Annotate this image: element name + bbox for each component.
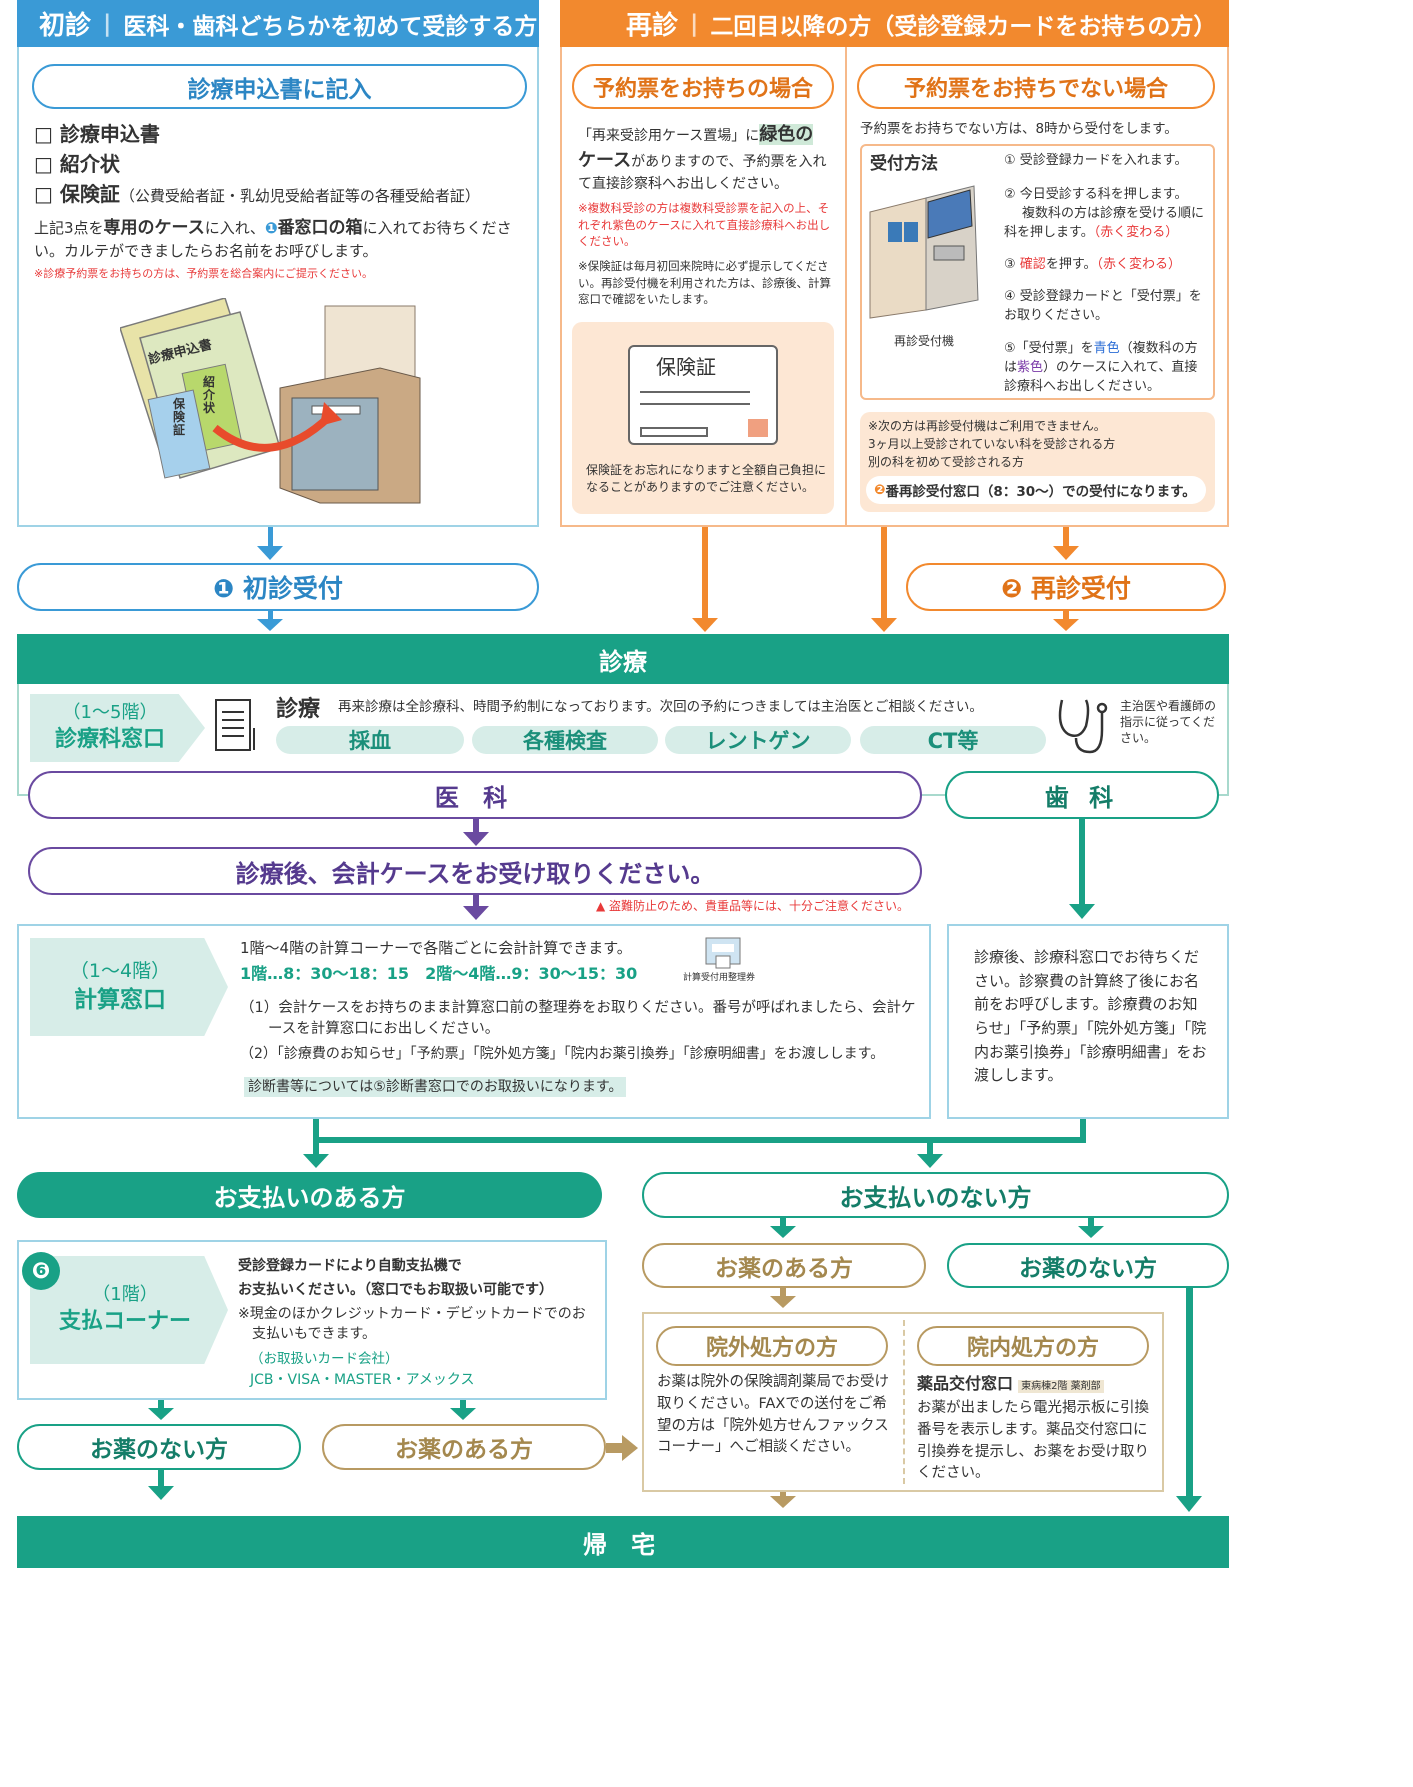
keisan-p2: （2）「診療費のお知らせ」「予約票」「院外処方箋」「院内お薬引換券」「診療明細書… bbox=[240, 1046, 885, 1062]
payment-number: ❻ bbox=[22, 1252, 60, 1290]
keisan-tag bbox=[30, 938, 228, 1036]
without-reservation-pill: 予約票をお持ちでない場合 bbox=[857, 64, 1215, 109]
tag-exam: 各種検査 bbox=[472, 726, 658, 754]
pharmacy-window: 薬品交付窓口 東病棟2階 薬剤部 bbox=[917, 1372, 1104, 1395]
shinryo-header: 診療 bbox=[17, 634, 1229, 684]
stethoscope-icon bbox=[1058, 699, 1108, 754]
insurance-card-label: 保険証 bbox=[656, 355, 716, 379]
payment-l2: お支払いください。（窓口でもお取扱い可能です） bbox=[238, 1282, 553, 1298]
ticket-label: 計算受付用整理券 bbox=[683, 973, 756, 983]
insurance-card-note: 保険証をお忘れになりますと全額自己負担になることがありますのでご注意ください。 bbox=[586, 463, 827, 495]
insurance-card: 保険証 bbox=[628, 345, 778, 445]
pay-no-pill: お支払いのない方 bbox=[642, 1172, 1229, 1218]
dept-window-tag bbox=[30, 694, 205, 762]
doctor-note: 主治医や看護師の指示に従ってください。 bbox=[1120, 699, 1217, 746]
shoshin-desc: 上記3点を専用のケースに入れ、❶番窓口の箱に入れてお待ちください。カルテができま… bbox=[34, 218, 512, 260]
exclusion-1: ※次の方は再診受付機はご利用できません。 bbox=[868, 419, 1106, 433]
exclusion-2: 3ヶ月以上受診されていない科を受診される方 bbox=[868, 437, 1116, 451]
step-3: ③ 確認を押す。（赤く変わる） bbox=[1004, 257, 1182, 272]
kiosk-illustration bbox=[869, 185, 979, 319]
payment-l1: 受診登録カードにより自動支払機で bbox=[238, 1258, 462, 1274]
inside-rx-pill: 院内処方の方 bbox=[917, 1326, 1149, 1366]
inside-rx-text: お薬が出ましたら電光掲示板に引換番号を表示します。薬品交付窓口に引換券を提示し、… bbox=[917, 1400, 1149, 1482]
step-2: ② 今日受診する科を押します。複数科の方は診療を受ける順に科を押します。（赤く変… bbox=[1004, 187, 1205, 240]
fill-form-pill: 診療申込書に記入 bbox=[32, 64, 527, 109]
keisan-panel bbox=[17, 924, 931, 1119]
medical-pill: 医 科 bbox=[28, 771, 922, 819]
revisit-reception: ❷ 再診受付 bbox=[906, 563, 1226, 611]
saishin-subtitle: 二回目以降の方（受診登録カードをお持ちの方） bbox=[710, 13, 1217, 40]
keisan-floor: （1〜4階） bbox=[69, 960, 171, 982]
check-form: □ 診療申込書 bbox=[34, 122, 160, 146]
keisan-p3: 診断書等については⑤診断書窓口でのお取扱いになります。 bbox=[244, 1077, 627, 1098]
method-box bbox=[860, 144, 1215, 400]
tag-xray: レントゲン bbox=[665, 726, 851, 754]
shoshin-panel bbox=[17, 47, 539, 527]
shoshin-subtitle: 医科・歯科どちらかを初めて受診する方 bbox=[123, 13, 538, 40]
saishin-title: 再診 bbox=[626, 11, 679, 41]
insurance-note: ※保険証は毎月初回来院時に必ず提示してください。再診受付機を利用された方は、診療… bbox=[578, 259, 831, 307]
left-med-no-pill: お薬のない方 bbox=[17, 1424, 301, 1470]
exclusion-3: 別の科を初めて受診される方 bbox=[868, 455, 1025, 469]
dept-window-label: 診療科窓口 bbox=[54, 727, 165, 752]
payment-l3: ※現金のほかクレジットカード・デビットカードでのお支払いもできます。 bbox=[238, 1306, 586, 1343]
shoshin-note: ※診療予約票をお持ちの方は、予約票を総合案内にご提示ください。 bbox=[34, 267, 373, 280]
warning-icon: ▲ bbox=[596, 899, 610, 913]
left-med-yes-pill: お薬のある方 bbox=[322, 1424, 606, 1470]
check-insurance: □ 保険証（公費受給者証・乳幼児受給者証等の各種受給者証） bbox=[34, 182, 480, 206]
multi-dept-note: ※複数科受診の方は複数科受診票を記入の上、それぞれ紫色のケースに入れて直接診療科… bbox=[578, 201, 831, 249]
illus-referral-label: 紹介状 bbox=[203, 375, 216, 416]
saishin-panel bbox=[560, 47, 1229, 527]
step-5: ⑤「受付票」を青色（複数科の方は紫色）のケースに入れて、直接診療科へお出しくださ… bbox=[1004, 341, 1198, 394]
kiosk-label: 再診受付機 bbox=[894, 334, 955, 348]
saishin-header: 再診 | 二回目以降の方（受診登録カードをお持ちの方） bbox=[560, 0, 1229, 47]
keisan-line1: 1階〜4階の計算コーナーで各階ごとに会計計算できます。 bbox=[240, 939, 632, 957]
keisan-label: 計算窓口 bbox=[74, 987, 166, 1013]
payment-l4: （お取扱いカード会社） bbox=[250, 1351, 399, 1367]
keisan-p1: （1）会計ケースをお持ちのまま計算窓口前の整理券をお取りください。番号が呼ばれま… bbox=[240, 1000, 916, 1038]
without-intro: 予約票をお持ちでない方は、8時から受付をします。 bbox=[860, 121, 1178, 137]
shoshin-header: 初診 | 医科・歯科どちらかを初めて受診する方 bbox=[17, 0, 539, 47]
keisan-hours: 1階…8：30〜18：15 2階〜4階…9：30〜15：30 bbox=[240, 964, 638, 983]
ticket-icon bbox=[705, 937, 741, 969]
document-icon bbox=[215, 699, 255, 751]
payment-tag bbox=[30, 1256, 228, 1364]
with-reservation-desc: 「再来受診用ケース置場」に緑色のケースがありますので、予約票を入れて直接診察科へ… bbox=[578, 124, 827, 193]
shoshin-title: 初診 bbox=[39, 11, 92, 41]
prescription-panel bbox=[642, 1312, 1164, 1492]
payment-panel bbox=[17, 1240, 607, 1400]
dept-window-floor: （1〜5階） bbox=[62, 702, 158, 723]
illus-insurance-label: 保険証 bbox=[173, 397, 186, 438]
theft-warning: ▲ 盗難防止のため、貴重品等には、十分ご注意ください。 bbox=[596, 899, 910, 913]
dental-text: 診療後、診療科窓口でお待ちください。診察費の計算終了後にお名前をお呼びします。診… bbox=[974, 948, 1207, 1085]
outside-rx-text: お薬は院外の保険調剤薬局でお受け取りください。FAXでの送付をご希望の方は「院外… bbox=[657, 1374, 889, 1456]
go-home-bar: 帰 宅 bbox=[17, 1516, 1229, 1568]
tag-ct: CT等 bbox=[860, 726, 1046, 754]
shinryo-desc: 再来診療は全診療科、時間予約制になっております。次回の予約につきましては主治医と… bbox=[338, 699, 983, 715]
case-pill: 診療後、会計ケースをお受け取りください。 bbox=[28, 847, 922, 895]
step-1: ① 受診登録カードを入れます。 bbox=[1004, 153, 1188, 168]
payment-floor: （1階） bbox=[92, 1284, 158, 1305]
step-4: ④ 受診登録カードと「受付票」をお取りください。 bbox=[1004, 289, 1202, 323]
right-med-yes-pill: お薬のある方 bbox=[642, 1243, 926, 1288]
check-referral: □ 紹介状 bbox=[34, 152, 120, 176]
outside-rx-pill: 院外処方の方 bbox=[656, 1326, 888, 1366]
case-box-illustration bbox=[120, 298, 421, 504]
dental-panel bbox=[947, 924, 1229, 1119]
with-reservation-pill: 予約票をお持ちの場合 bbox=[572, 64, 834, 109]
shinryo-label: 診療 bbox=[276, 697, 321, 722]
payment-l5: JCB・VISA・MASTER・アメックス bbox=[250, 1372, 475, 1388]
first-visit-reception: ❶ 初診受付 bbox=[17, 563, 539, 611]
right-med-no-pill: お薬のない方 bbox=[947, 1243, 1229, 1288]
pay-yes-pill: お支払いのある方 bbox=[17, 1172, 602, 1218]
dental-pill: 歯 科 bbox=[945, 771, 1219, 819]
tag-blood: 採血 bbox=[276, 726, 464, 754]
payment-label: 支払コーナー bbox=[58, 1309, 191, 1334]
method-label: 受付方法 bbox=[870, 154, 938, 174]
